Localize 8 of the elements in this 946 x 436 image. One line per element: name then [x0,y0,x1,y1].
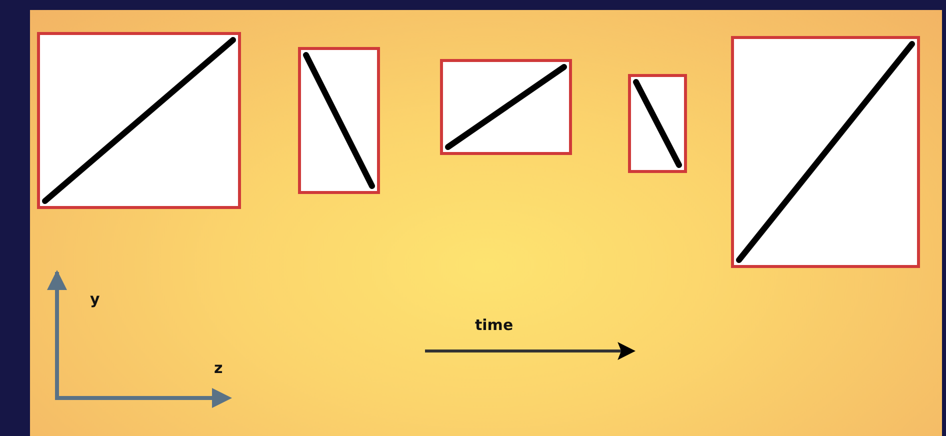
line-plot-box [298,47,380,194]
line-plot-box [440,59,572,155]
axis-label: z [214,361,223,376]
direction-label: time [475,318,514,333]
line-plot-box [37,32,241,209]
line-plot-box [628,74,687,173]
line-plot-box [731,36,920,268]
axis-label: y [90,292,100,307]
